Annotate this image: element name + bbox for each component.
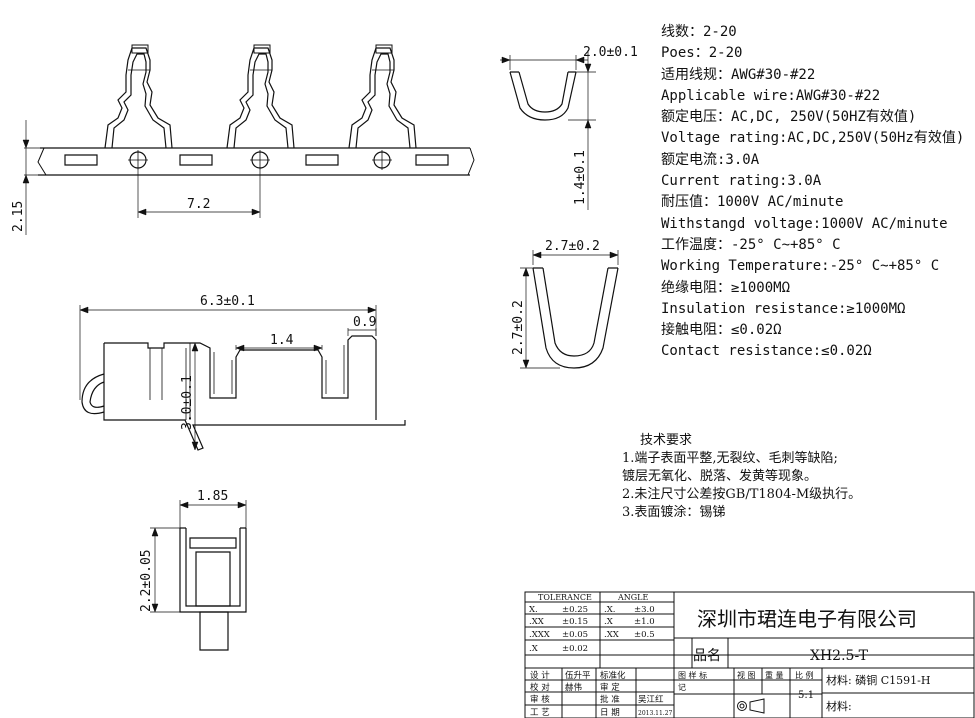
company-name: 深圳市珺连电子有限公司 xyxy=(697,607,917,631)
header-cell-5: 比 例 xyxy=(795,670,814,680)
header-cell-4: 重 量 xyxy=(765,670,784,680)
dim-7-2: 7.2 xyxy=(187,197,210,212)
sig-r2-c1: 校 对 xyxy=(530,682,550,693)
dim-1-4-vertical: 1.4±0.1 xyxy=(573,150,588,205)
spec-line: Voltage rating:AC,DC,250V(50Hz有效值) xyxy=(661,130,965,147)
spec-line: Withstangd voltage:1000V AC/minute xyxy=(661,215,948,232)
tol-row-3-key: .XXX xyxy=(529,630,551,640)
sig-r2-c3: 审 定 xyxy=(600,682,620,693)
terminal-side-view xyxy=(80,305,405,450)
dim-2-0: 2.0±0.1 xyxy=(583,45,638,60)
spec-line: 绝缘电阻：≥1000MΩ xyxy=(661,279,791,296)
spec-line: Working Temperature:-25° C~+85° C xyxy=(661,258,940,275)
spec-line: Poes：2-20 xyxy=(661,45,743,62)
spec-line: Current rating:3.0A xyxy=(661,173,822,190)
material-1: 材料: 磷铜 C1591-H xyxy=(826,673,930,687)
dim-2-7-width: 2.7±0.2 xyxy=(545,239,600,254)
ang-row-2-val: ±1.0 xyxy=(634,617,655,627)
dim-6-3: 6.3±0.1 xyxy=(200,294,255,309)
spec-list: 线数：2-20 Poes：2-20 适用线规：AWG#30-#22 Applic… xyxy=(661,22,964,363)
spec-line: 耐压值：1000V AC/minute xyxy=(661,194,844,211)
tol-row-3-val: ±0.05 xyxy=(562,630,588,640)
dim-2-15: 2.15 xyxy=(11,201,26,232)
sig-r3-c3: 批 准 xyxy=(600,694,620,705)
spec-line: Contact resistance:≤0.02Ω xyxy=(661,343,872,360)
ang-row-1-key: .X. xyxy=(604,605,615,615)
angle-header: ANGLE xyxy=(617,593,648,602)
sig-r1-c2: 伍升平 xyxy=(565,670,591,681)
spec-line: 额定电压：AC,DC, 250V(50HZ有效值) xyxy=(661,109,917,126)
spec-line: 适用线规：AWG#30-#22 xyxy=(661,66,816,83)
sig-r2-c2: 赫伟 xyxy=(565,682,583,693)
tol-row-4-val: ±0.02 xyxy=(562,644,588,654)
spec-line: 接触电阻：≤0.02Ω xyxy=(661,322,782,339)
tech-item: 3.表面镀涂：锡锑 xyxy=(622,505,726,520)
tol-row-1-val: ±0.25 xyxy=(562,605,588,615)
terminal-2 xyxy=(227,45,294,148)
ang-row-1-val: ±3.0 xyxy=(634,605,655,615)
dim-0-9: 0.9 xyxy=(353,315,376,330)
title-block-frame xyxy=(525,592,974,718)
sig-r4-c1: 工 艺 xyxy=(530,708,550,718)
terminal-3 xyxy=(349,45,416,148)
header-cell-1: 图 样 标 xyxy=(678,670,707,680)
ang-row-3-key: .XX xyxy=(604,630,620,640)
ang-row-2-key: .X xyxy=(604,617,614,627)
u-section-large xyxy=(520,250,618,368)
tech-item: 镀层无氧化、脱落、发黄等现象。 xyxy=(622,469,818,484)
spec-line: Insulation resistance:≥1000MΩ xyxy=(661,300,906,317)
tol-row-2-val: ±0.15 xyxy=(562,617,588,627)
sig-r3-c4: 吴江红 xyxy=(638,694,664,705)
spec-line: 额定电流:3.0A xyxy=(661,151,760,168)
terminal-front-view xyxy=(150,500,246,650)
tol-row-1-key: X. xyxy=(529,605,538,615)
spec-line: Applicable wire:AWG#30-#22 xyxy=(661,87,881,104)
sig-r4-c3: 日 期 xyxy=(600,708,620,718)
ang-row-3-val: ±0.5 xyxy=(634,630,655,640)
spec-line: 工作温度：-25° C~+85° C xyxy=(661,236,841,253)
dim-1-4: 1.4 xyxy=(270,333,294,348)
sig-r1-c3: 标准化 xyxy=(600,670,626,681)
product-label: 品名 xyxy=(693,648,721,664)
dim-3-0: 3.0±0.1 xyxy=(180,375,195,430)
tol-row-2-key: .XX xyxy=(529,617,545,627)
scale-value: 5:1 xyxy=(798,690,814,701)
tech-title: 技术要求 xyxy=(640,433,693,448)
dim-2-2: 2.2±0.05 xyxy=(139,549,154,612)
tolerance-header: TOLERANCE xyxy=(538,593,592,602)
terminal-1 xyxy=(105,45,172,148)
spec-line: 线数：2-20 xyxy=(661,24,737,40)
dim-1-85: 1.85 xyxy=(197,489,228,504)
material-2: 材料: xyxy=(826,699,852,713)
technical-requirements: 技术要求 1.端子表面平整,无裂纹、毛刺等缺陷; 镀层无氧化、脱落、发黄等现象。… xyxy=(622,432,861,522)
sig-r4-c4: 2013.11.27 xyxy=(638,710,673,717)
header-cell-2: 记 xyxy=(678,683,686,692)
sig-r3-c1: 审 核 xyxy=(530,694,550,705)
tech-item: 2.未注尺寸公差按GB/T1804-M级执行。 xyxy=(622,487,862,502)
dim-2-7-height: 2.7±0.2 xyxy=(511,300,526,355)
tol-row-4-key: .X xyxy=(529,644,539,654)
product-name: XH2.5-T xyxy=(810,648,869,664)
header-cell-3: 视 图 xyxy=(737,670,756,680)
u-section-small xyxy=(500,50,596,210)
tech-item: 1.端子表面平整,无裂纹、毛刺等缺陷; xyxy=(622,451,838,466)
sig-r1-c1: 设 计 xyxy=(530,670,550,681)
strip-top-view xyxy=(23,45,474,235)
